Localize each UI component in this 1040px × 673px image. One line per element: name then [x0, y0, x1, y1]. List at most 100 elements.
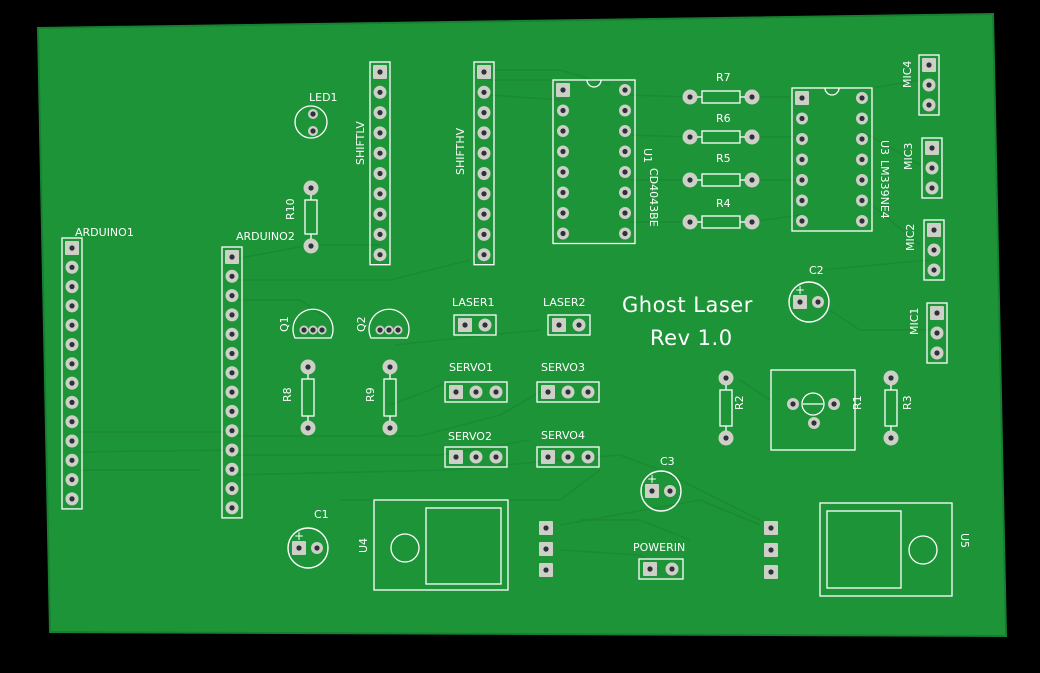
- drill-hole: [386, 327, 392, 333]
- drill-hole: [622, 189, 628, 196]
- drill-hole: [481, 252, 487, 258]
- drill-hole: [473, 389, 479, 395]
- drill-hole: [749, 177, 755, 183]
- label-servo3: SERVO3: [541, 361, 585, 374]
- drill-hole: [229, 389, 235, 395]
- trace: [580, 519, 691, 541]
- drill-hole: [229, 408, 235, 414]
- drill-hole: [310, 111, 316, 117]
- drill-hole: [69, 380, 75, 386]
- drill-hole: [560, 107, 566, 114]
- servo2-header: [444, 446, 508, 468]
- drill-hole: [749, 134, 755, 140]
- drill-hole: [69, 284, 75, 290]
- drill-hole: [929, 145, 935, 151]
- drill-hole: [377, 231, 383, 237]
- drill-hole: [377, 252, 383, 258]
- label-r1: R1: [851, 395, 864, 410]
- drill-hole: [69, 438, 75, 444]
- drill-hole: [229, 505, 235, 511]
- drill-hole: [377, 191, 383, 197]
- trace: [230, 259, 471, 281]
- drill-hole: [585, 454, 591, 460]
- drill-hole: [799, 218, 805, 224]
- trace: [230, 439, 531, 456]
- label-led1: LED1: [309, 91, 338, 104]
- drill-hole: [462, 322, 468, 328]
- drill-hole: [69, 264, 75, 270]
- drill-hole: [622, 148, 628, 155]
- trace: [819, 259, 931, 271]
- drill-hole: [560, 148, 566, 155]
- label-u5: U5: [958, 533, 971, 549]
- drill-hole: [377, 89, 383, 95]
- drill-hole: [934, 310, 940, 316]
- drill-hole: [301, 327, 307, 333]
- drill-hole: [811, 420, 817, 426]
- drill-hole: [926, 82, 932, 88]
- drill-hole: [69, 496, 75, 502]
- trace: [859, 129, 921, 166]
- drill-hole: [229, 312, 235, 318]
- u3-ic: [791, 87, 873, 232]
- drill-hole: [799, 115, 805, 122]
- label-r5: R5: [716, 152, 731, 165]
- drill-hole: [387, 425, 393, 431]
- label-r3: R3: [901, 395, 914, 410]
- drill-hole: [481, 130, 487, 136]
- trace: [629, 94, 691, 98]
- mic2-header: [923, 219, 945, 281]
- c3-outline: [640, 470, 682, 512]
- drill-hole: [799, 177, 805, 183]
- drill-hole: [482, 322, 488, 328]
- drill-hole: [622, 169, 628, 175]
- drill-hole: [926, 62, 932, 68]
- drill-hole: [749, 94, 755, 100]
- label-r2: R2: [733, 395, 746, 410]
- drill-hole: [622, 210, 628, 216]
- drill-hole: [622, 230, 628, 237]
- drill-hole: [560, 169, 566, 175]
- trace: [739, 379, 771, 401]
- label-arduino2: ARDUINO2: [236, 230, 295, 243]
- drill-hole: [667, 488, 673, 494]
- servo4-header: [536, 446, 600, 468]
- drill-hole: [69, 457, 75, 463]
- drill-hole: [815, 299, 821, 305]
- drill-hole: [545, 389, 551, 395]
- c1-outline: [287, 527, 329, 569]
- drill-hole: [929, 165, 935, 171]
- drill-hole: [69, 477, 75, 483]
- drill-hole: [543, 546, 549, 552]
- drill-hole: [723, 435, 729, 441]
- drill-hole: [481, 110, 487, 116]
- drill-hole: [888, 375, 894, 381]
- trace: [230, 391, 541, 437]
- drill-hole: [377, 110, 383, 116]
- label-r4: R4: [716, 197, 731, 210]
- drill-hole: [647, 566, 653, 572]
- drill-hole: [669, 566, 675, 572]
- c2-outline: [788, 281, 830, 323]
- r1-knob: [801, 392, 825, 416]
- drill-hole: [296, 545, 302, 551]
- drill-hole: [377, 150, 383, 156]
- drill-hole: [545, 454, 551, 460]
- label-laser2: LASER2: [543, 296, 586, 309]
- drill-hole: [481, 170, 487, 177]
- trace: [230, 299, 331, 321]
- drill-hole: [556, 322, 562, 328]
- label-u4: U4: [357, 537, 370, 553]
- drill-hole: [310, 327, 316, 333]
- laser1-header: [453, 314, 497, 336]
- label-servo2: SERVO2: [448, 430, 492, 443]
- ic-notch: [824, 87, 840, 96]
- drill-hole: [377, 327, 383, 333]
- drill-hole: [229, 273, 235, 279]
- trace: [559, 499, 761, 526]
- drill-hole: [622, 128, 628, 134]
- drill-hole: [859, 177, 865, 183]
- u5-tab: [826, 510, 902, 589]
- drill-hole: [481, 69, 487, 75]
